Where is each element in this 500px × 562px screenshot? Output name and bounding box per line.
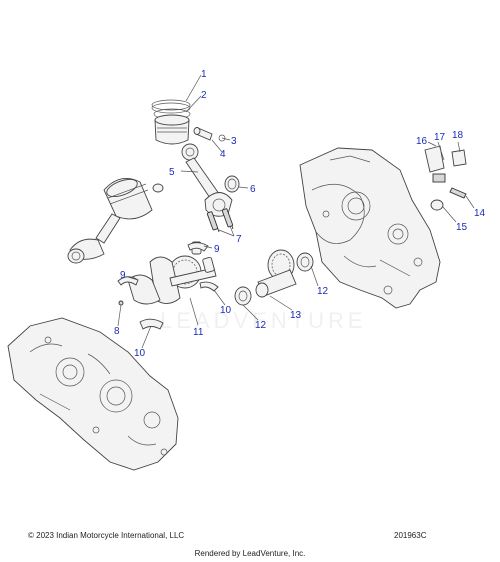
callout-5: 5 bbox=[169, 167, 175, 178]
wrist-pin-clip bbox=[218, 134, 226, 142]
callout-2: 2 bbox=[201, 90, 207, 101]
rod-bolts bbox=[206, 208, 234, 233]
callout-10a: 10 bbox=[220, 305, 232, 316]
callout-12a: 12 bbox=[255, 320, 267, 331]
callout-9b: 9 bbox=[120, 270, 126, 281]
drawing-id: 201963C bbox=[394, 531, 427, 540]
callout-11: 11 bbox=[193, 327, 204, 338]
callout-3: 3 bbox=[231, 136, 237, 147]
crankcase-left bbox=[7, 317, 179, 471]
main-bearing-right bbox=[199, 281, 219, 292]
callout-10b: 10 bbox=[134, 348, 146, 359]
callout-18: 18 bbox=[452, 130, 464, 141]
callout-7: 7 bbox=[236, 234, 242, 245]
crankcase-right bbox=[299, 147, 441, 309]
callout-13: 13 bbox=[290, 310, 302, 321]
callout-12b: 12 bbox=[317, 286, 329, 297]
callout-8: 8 bbox=[114, 326, 120, 337]
rod-bearing bbox=[224, 175, 240, 193]
crankshaft bbox=[127, 241, 217, 305]
leader-lines bbox=[117, 74, 475, 349]
breather-parts bbox=[424, 145, 467, 211]
piston-assembly bbox=[67, 177, 164, 264]
balance-shaft-assembly bbox=[234, 249, 314, 306]
callout-15: 15 bbox=[456, 222, 468, 233]
callout-4: 4 bbox=[220, 149, 226, 160]
callout-16: 16 bbox=[416, 136, 428, 147]
wrist-pin bbox=[193, 127, 213, 141]
piston bbox=[154, 114, 190, 145]
callout-14: 14 bbox=[474, 208, 486, 219]
main-bearing-lower bbox=[139, 318, 164, 330]
watermark: LEADVENTURE bbox=[160, 308, 367, 333]
piston-rings bbox=[151, 99, 191, 120]
callouts: 1 2 3 4 5 6 7 9 9 8 10 10 11 12 12 13 14… bbox=[114, 69, 486, 359]
dowel-pin bbox=[118, 300, 124, 306]
main-bearing-top bbox=[187, 242, 209, 252]
callout-9a: 9 bbox=[214, 244, 220, 255]
callout-17: 17 bbox=[434, 132, 446, 143]
callout-6: 6 bbox=[250, 184, 256, 195]
rendered-by-text: Rendered by LeadVenture, Inc. bbox=[194, 549, 306, 558]
copyright-text: © 2023 Indian Motorcycle International, … bbox=[28, 531, 185, 540]
callout-1: 1 bbox=[201, 69, 207, 80]
